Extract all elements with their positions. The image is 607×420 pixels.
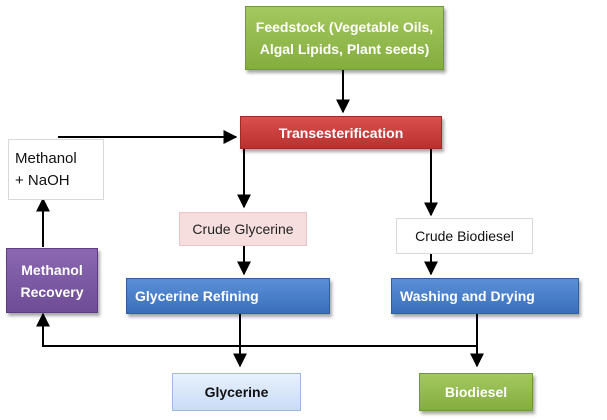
arrow-recycle-to-methanol-recovery bbox=[36, 312, 477, 347]
methanol-naoh-line1: Methanol bbox=[15, 149, 77, 167]
crude-glycerine-label: Crude Glycerine bbox=[192, 221, 294, 237]
feedstock-line1: Feedstock (Vegetable Oils, bbox=[255, 19, 434, 35]
glycerine-label: Glycerine bbox=[204, 384, 269, 400]
methanol-recovery-line2: Recovery bbox=[20, 283, 84, 300]
glycerine-refining-box: Glycerine Refining bbox=[126, 278, 330, 314]
methanol-naoh-box: Methanol + NaOH bbox=[8, 139, 104, 200]
washing-drying-box: Washing and Drying bbox=[391, 278, 579, 314]
feedstock-line2: Algal Lipids, Plant seeds) bbox=[259, 41, 430, 57]
crude-glycerine-box: Crude Glycerine bbox=[179, 212, 307, 246]
transesterification-label: Transesterification bbox=[278, 124, 404, 141]
methanol-recovery-line1: Methanol bbox=[21, 261, 83, 278]
washing-drying-label: Washing and Drying bbox=[400, 288, 535, 304]
glycerine-box: Glycerine bbox=[172, 373, 301, 411]
methanol-recovery-box: Methanol Recovery bbox=[6, 248, 98, 313]
methanol-naoh-line2: + NaOH bbox=[15, 171, 70, 189]
crude-biodiesel-box: Crude Biodiesel bbox=[396, 218, 533, 254]
glycerine-refining-label: Glycerine Refining bbox=[135, 288, 259, 304]
feedstock-box: Feedstock (Vegetable Oils, Algal Lipids,… bbox=[245, 6, 444, 70]
transesterification-box: Transesterification bbox=[240, 116, 442, 149]
biodiesel-box: Biodiesel bbox=[419, 373, 533, 411]
crude-biodiesel-label: Crude Biodiesel bbox=[415, 228, 514, 244]
biodiesel-label: Biodiesel bbox=[444, 384, 508, 400]
